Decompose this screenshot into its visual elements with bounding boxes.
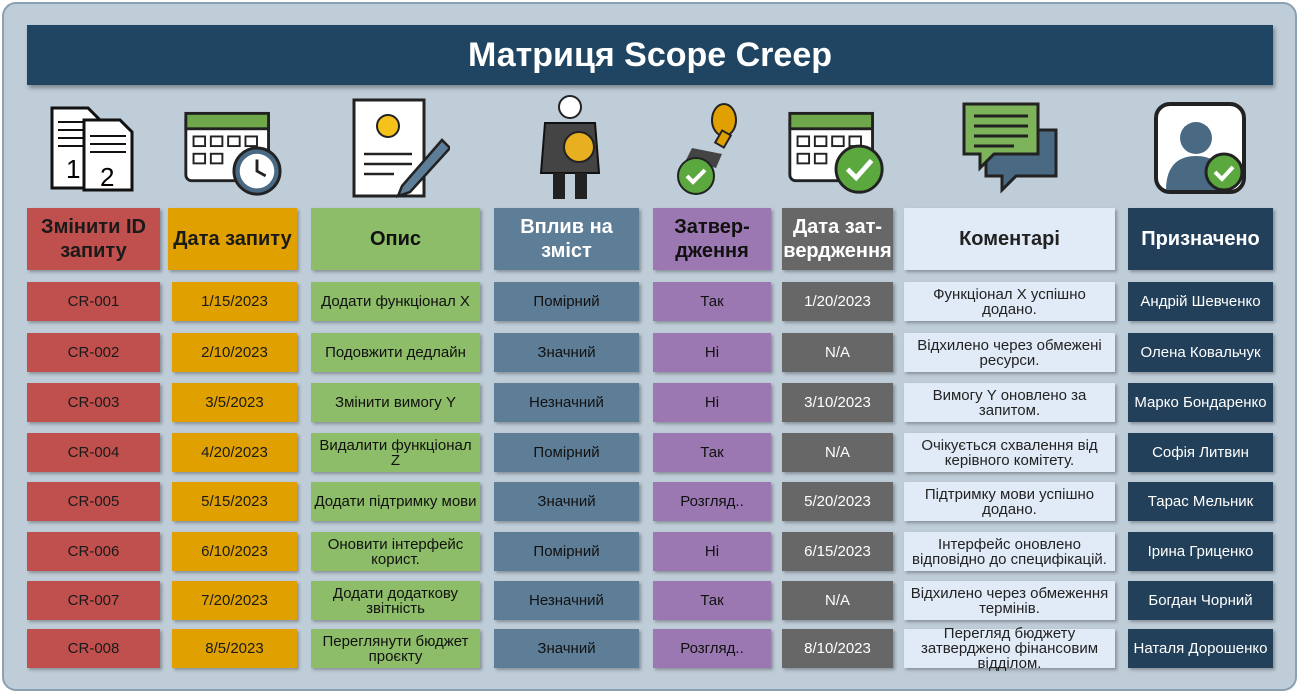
approval-stamp-icon <box>662 95 762 200</box>
table-cell-comments: Відхилено через обмежені ресурси. <box>904 333 1115 372</box>
table-cell-approval-date: 5/20/2023 <box>782 482 893 521</box>
table-cell-approval: Так <box>653 581 771 620</box>
svg-text:2: 2 <box>100 162 114 192</box>
column-header-approval: Затвер-дження <box>653 208 771 270</box>
table-cell-impact: Помірний <box>494 433 639 472</box>
table-cell-impact: Помірний <box>494 282 639 321</box>
table-cell-assigned: Богдан Чорний <box>1128 581 1273 620</box>
column-header-impact: Вплив на зміст <box>494 208 639 270</box>
column-header-description: Опис <box>311 208 480 270</box>
idea-document-icon <box>350 95 450 200</box>
table-cell-change-id: CR-008 <box>27 629 160 668</box>
table-cell-approval-date: 1/20/2023 <box>782 282 893 321</box>
table-cell-request-date: 3/5/2023 <box>172 383 297 422</box>
table-cell-approval-date: 6/15/2023 <box>782 532 893 571</box>
table-cell-approval-date: N/A <box>782 581 893 620</box>
calendar-check-icon <box>786 95 886 200</box>
user-check-icon <box>1150 95 1250 200</box>
table-cell-impact: Значний <box>494 333 639 372</box>
table-cell-comments: Перегляд бюджету затверджено фінансовим … <box>904 626 1115 671</box>
calendar-clock-icon <box>182 95 282 200</box>
table-cell-change-id: CR-004 <box>27 433 160 472</box>
table-cell-comments: Вимогу Y оновлено за запитом. <box>904 383 1115 422</box>
table-cell-request-date: 4/20/2023 <box>172 433 297 472</box>
chat-icon <box>960 95 1060 200</box>
table-cell-description: Видалити функціонал Z <box>311 433 480 472</box>
table-cell-approval-date: N/A <box>782 433 893 472</box>
column-header-approval-date: Дата зат-вердження <box>782 208 893 270</box>
table-cell-assigned: Тарас Мельник <box>1128 482 1273 521</box>
table-cell-change-id: CR-002 <box>27 333 160 372</box>
table-cell-change-id: CR-001 <box>27 282 160 321</box>
column-header-change-id: Змінити ID запиту <box>27 208 160 270</box>
table-cell-change-id: CR-006 <box>27 532 160 571</box>
table-cell-comments: Підтримку мови успішно додано. <box>904 482 1115 521</box>
table-cell-assigned: Олена Ковальчук <box>1128 333 1273 372</box>
table-cell-approval-date: N/A <box>782 333 893 372</box>
table-cell-request-date: 5/15/2023 <box>172 482 297 521</box>
table-cell-comments: Функціонал X успішно додано. <box>904 282 1115 321</box>
table-cell-approval: Ні <box>653 333 771 372</box>
table-cell-comments: Інтерфейс оновлено відповідно до специфі… <box>904 532 1115 571</box>
table-cell-impact: Значний <box>494 629 639 668</box>
table-cell-request-date: 1/15/2023 <box>172 282 297 321</box>
table-cell-request-date: 2/10/2023 <box>172 333 297 372</box>
table-cell-approval: Так <box>653 282 771 321</box>
table-cell-description: Додати підтримку мови <box>311 482 480 521</box>
table-cell-impact: Помірний <box>494 532 639 571</box>
table-cell-request-date: 8/5/2023 <box>172 629 297 668</box>
table-cell-assigned: Ірина Гриценко <box>1128 532 1273 571</box>
table-cell-approval: Ні <box>653 383 771 422</box>
table-cell-assigned: Софія Литвин <box>1128 433 1273 472</box>
column-header-assigned: Призначено <box>1128 208 1273 270</box>
page-title: Матриця Scope Creep <box>27 25 1273 85</box>
table-cell-description: Змінити вимогу Y <box>311 383 480 422</box>
table-cell-description: Оновити інтерфейс корист. <box>311 532 480 571</box>
table-cell-impact: Незначний <box>494 383 639 422</box>
table-cell-approval: Розгляд.. <box>653 629 771 668</box>
table-cell-impact: Незначний <box>494 581 639 620</box>
table-cell-description: Переглянути бюджет проєкту <box>311 629 480 668</box>
table-cell-change-id: CR-005 <box>27 482 160 521</box>
table-cell-request-date: 7/20/2023 <box>172 581 297 620</box>
table-cell-change-id: CR-007 <box>27 581 160 620</box>
table-cell-request-date: 6/10/2023 <box>172 532 297 571</box>
svg-text:1: 1 <box>66 154 80 184</box>
table-cell-impact: Значний <box>494 482 639 521</box>
table-cell-assigned: Наталя Дорошенко <box>1128 629 1273 668</box>
table-cell-assigned: Андрій Шевченко <box>1128 282 1273 321</box>
table-cell-approval: Ні <box>653 532 771 571</box>
column-header-comments: Коментарі <box>904 208 1115 270</box>
table-cell-description: Додати додаткову звітність <box>311 581 480 620</box>
table-cell-description: Додати функціонал X <box>311 282 480 321</box>
businessman-compass-icon <box>520 94 620 200</box>
table-cell-approval-date: 8/10/2023 <box>782 629 893 668</box>
table-cell-change-id: CR-003 <box>27 383 160 422</box>
table-cell-description: Подовжити дедлайн <box>311 333 480 372</box>
table-cell-comments: Очікується схвалення від керівного коміт… <box>904 433 1115 472</box>
column-header-request-date: Дата запиту <box>168 208 297 270</box>
table-cell-assigned: Марко Бондаренко <box>1128 383 1273 422</box>
table-cell-approval: Розгляд.. <box>653 482 771 521</box>
table-cell-approval-date: 3/10/2023 <box>782 383 893 422</box>
table-cell-approval: Так <box>653 433 771 472</box>
table-cell-comments: Відхилено через обмеження термінів. <box>904 581 1115 620</box>
